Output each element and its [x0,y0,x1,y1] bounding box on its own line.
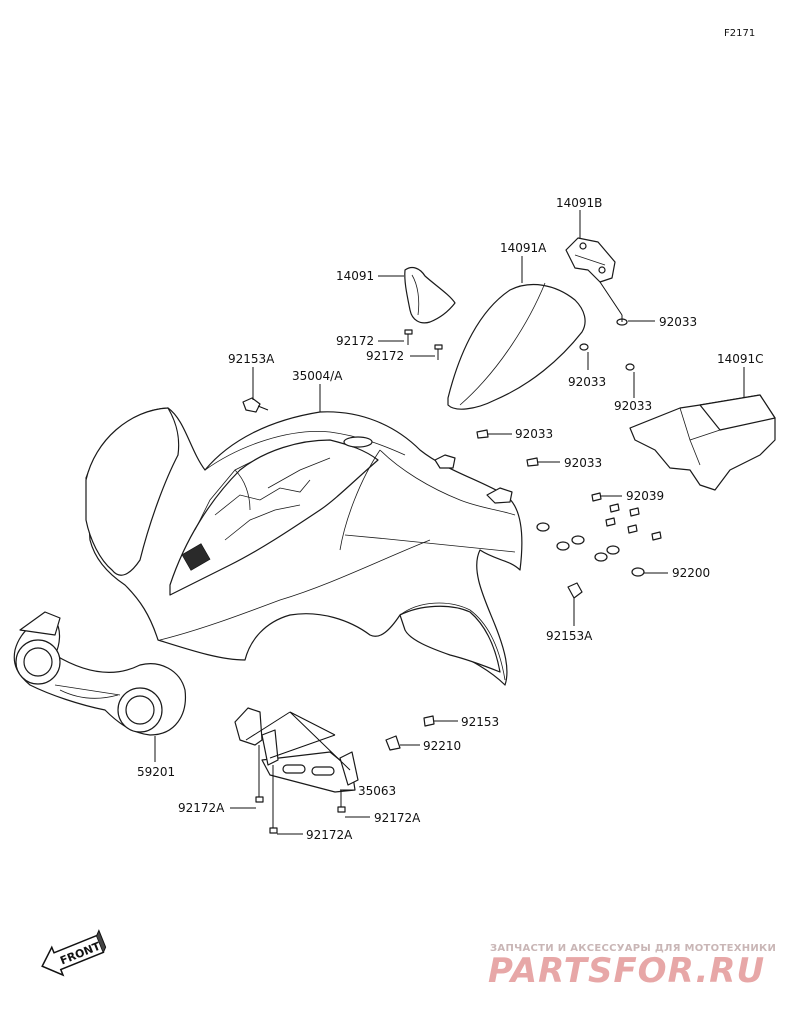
label-14091B: 14091B [556,196,602,210]
label-35004A: 35004/A [292,369,343,383]
label-92172-b: 92172 [366,349,404,363]
part-labels: 14091B 14091A 14091 92172 92172 92033 92… [137,196,764,842]
label-92172A-b: 92172A [306,828,353,842]
bracket-35063 [234,707,359,793]
label-92210: 92210 [423,739,461,753]
headlight-59201 [13,611,187,736]
watermark: ЗАПЧАСТИ И АКСЕССУАРЫ ДЛЯ МОТОТЕХНИКИ PA… [488,943,776,991]
windshield-14091A [447,282,586,410]
label-14091A: 14091A [500,241,547,255]
label-92153A-bottom: 92153A [546,629,593,643]
label-92033-c: 92033 [614,399,652,413]
label-59201: 59201 [137,765,175,779]
label-92153A-top: 92153A [228,352,275,366]
label-92172-a: 92172 [336,334,374,348]
label-92153: 92153 [461,715,499,729]
label-92033-d: 92033 [515,427,553,441]
label-14091: 14091 [336,269,374,283]
watermark-tagline: ЗАПЧАСТИ И АКСЕССУАРЫ ДЛЯ МОТОТЕХНИКИ [490,943,776,954]
bracket-14091B [565,237,616,283]
label-92172A-c: 92172A [374,811,421,825]
front-direction-arrow: FRONT [41,929,107,977]
label-14091C: 14091C [717,352,764,366]
label-92172A-a: 92172A [178,801,225,815]
fasteners [242,315,662,834]
label-92200: 92200 [672,566,710,580]
leader-lines [154,210,745,835]
label-92039: 92039 [626,489,664,503]
watermark-brand: PARTSFOR.RU [488,951,765,991]
label-35063: 35063 [358,784,396,798]
cover-14091C [629,394,776,491]
bracket-14091 [404,266,456,324]
diagram-ref-code: F2171 [724,28,755,39]
label-92033-b: 92033 [568,375,606,389]
label-92033-e: 92033 [564,456,602,470]
label-92033-a: 92033 [659,315,697,329]
front-fender-35004A [85,407,523,686]
